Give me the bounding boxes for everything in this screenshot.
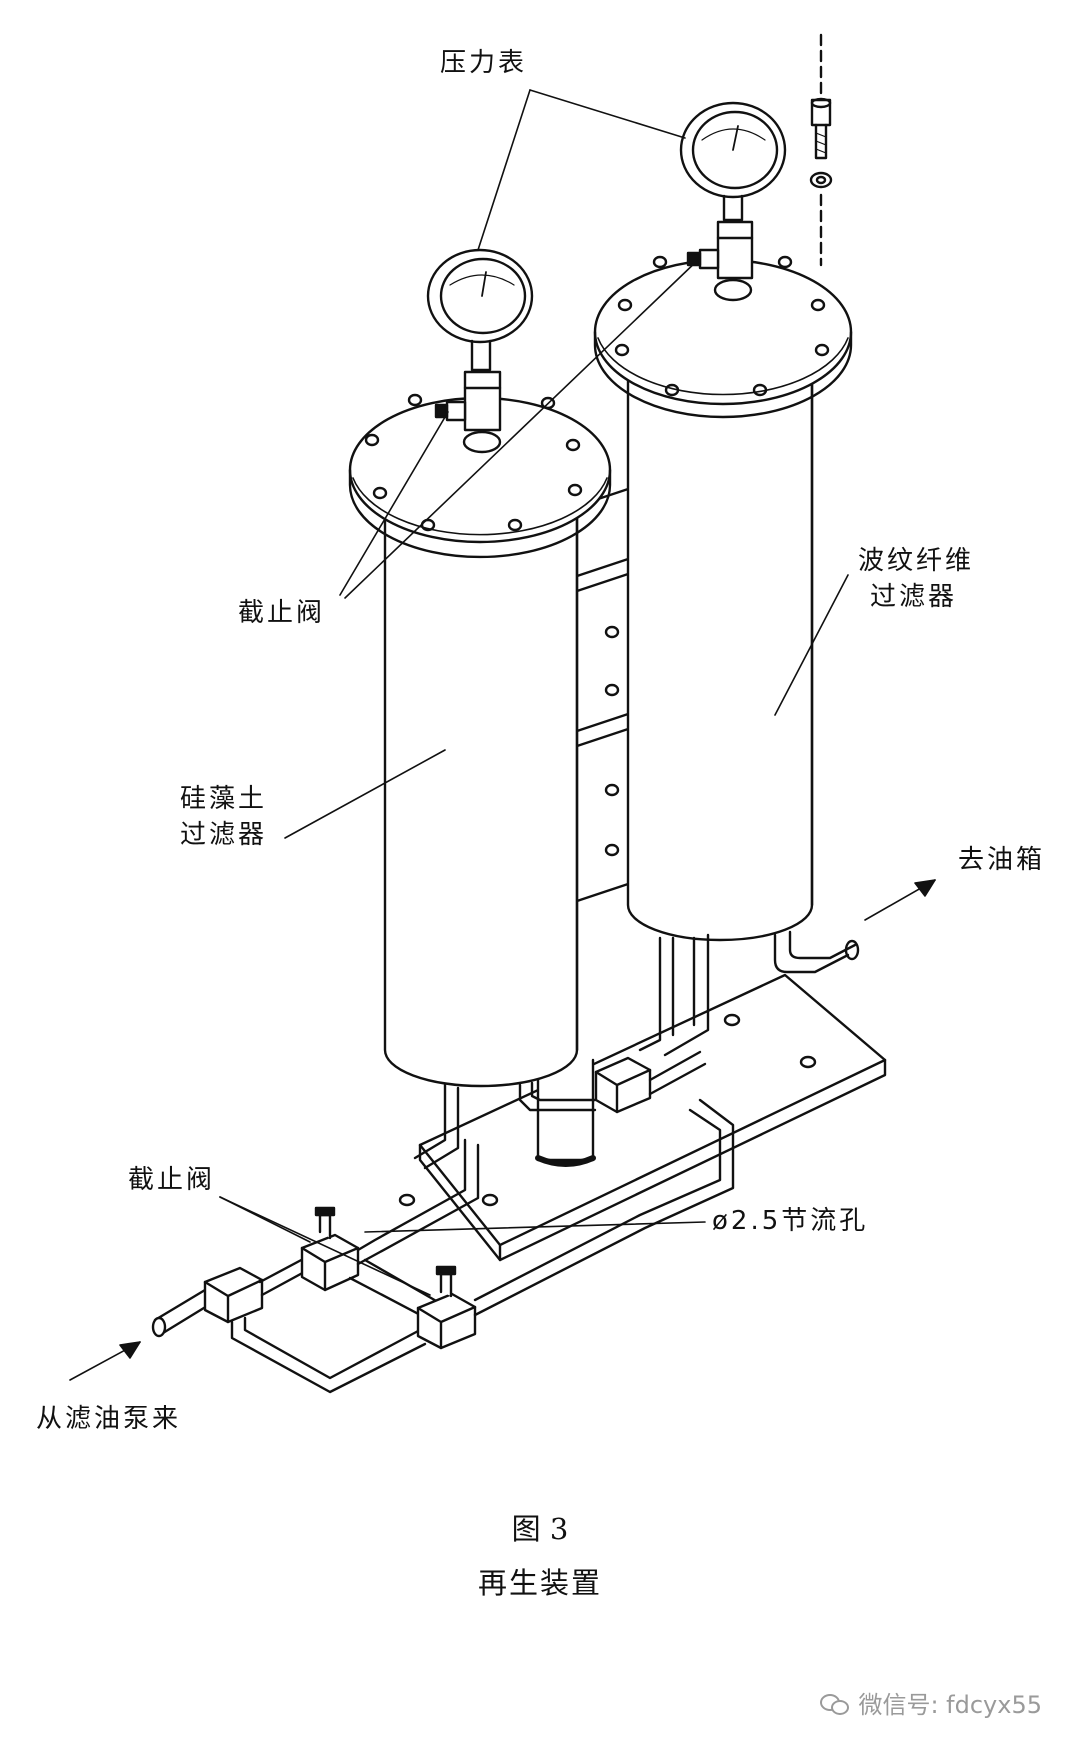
label-shutoff-valve-bottom: 截止阀 [128,1165,216,1195]
base-plate [398,973,887,1262]
inlet-piping [151,1050,735,1394]
corrugated-fiber-filter [593,255,860,1057]
label-to-oil-tank: 去油箱 [958,845,1046,875]
flange-bolt-holes [364,393,583,532]
label-orifice: ø2.5节流孔 [712,1206,869,1236]
watermark-text: 微信号: fdcyx55 [858,1691,1042,1719]
pressure-gauge-left [426,248,534,372]
label-corrugated-filter-line1: 波纹纤维 [858,546,975,576]
figure-title: 再生装置 [477,1566,602,1600]
label-diatomite-filter-line1: 硅藻土 [180,784,268,814]
label-pressure-gauge: 压力表 [440,48,528,78]
watermark: 微信号: fdcyx55 [820,1685,1042,1720]
leader-lines [69,89,936,1381]
label-shutoff-valve-top: 截止阀 [238,598,326,628]
label-diatomite-filter-line2: 过滤器 [180,820,268,850]
shutoff-valve-left [434,370,502,454]
wechat-icon [820,1692,850,1715]
pressure-gauge-right [679,101,787,222]
mounting-bolt [809,33,833,267]
diatomite-filter [348,393,612,1170]
shutoff-valve-right [686,220,754,302]
flange-bolt-holes [614,255,830,397]
label-corrugated-filter-line2: 过滤器 [870,582,958,612]
label-from-pump: 从滤油泵来 [36,1404,182,1434]
figure-number: 图 3 [511,1512,569,1546]
